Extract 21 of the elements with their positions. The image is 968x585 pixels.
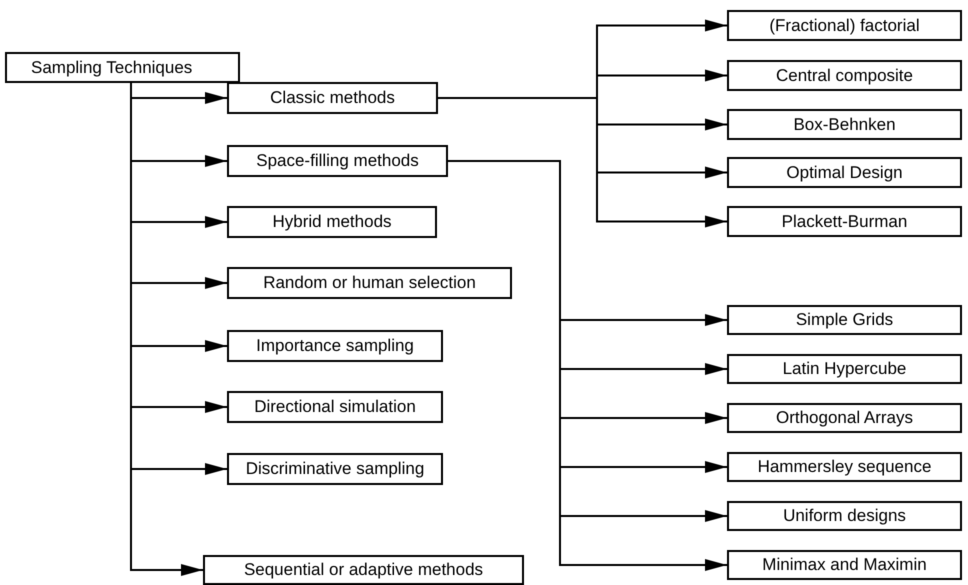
category-box: Classic methods [227,82,438,114]
arrow [438,97,727,228]
category-box: Hammersley sequence [727,452,962,482]
category-box: Space-filling methods [227,145,448,177]
category-box: Importance sampling [227,330,443,362]
category-box: Random or human selection [227,267,512,299]
category-box: Optimal Design [727,157,962,188]
category-box: Uniform designs [727,501,962,531]
category-box: Central composite [727,60,962,91]
category-box: Latin Hypercube [727,354,962,384]
category-box: Minimax and Maximin [727,550,962,580]
category-box: (Fractional) factorial [727,10,962,41]
category-box: Simple Grids [727,305,962,335]
category-box: Box-Behnken [727,109,962,140]
category-box: Orthogonal Arrays [727,403,962,433]
category-box: Hybrid methods [227,206,437,238]
category-box: Plackett-Burman [727,206,962,237]
category-box: Directional simulation [227,391,443,423]
category-box: Sampling Techniques [5,52,240,83]
category-box: Discriminative sampling [227,453,443,485]
category-box: Sequential or adaptive methods [203,555,524,585]
